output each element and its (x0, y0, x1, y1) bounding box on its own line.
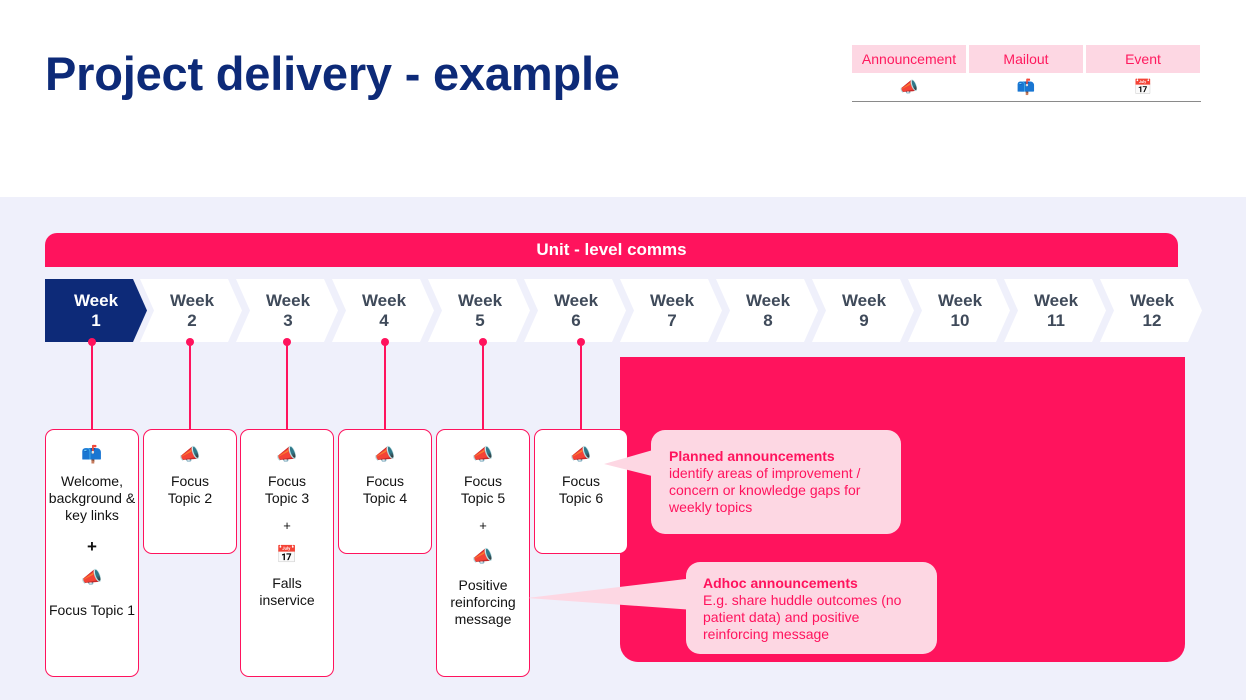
week-6-card: 📣 Focus Topic 6 (534, 429, 628, 554)
week-number: 8 (763, 310, 773, 330)
legend-header-mailout: Mailout (969, 45, 1083, 73)
week-label: Week (745, 290, 791, 310)
week-1-card: 📫 Welcome, background & key links + 📣 Fo… (45, 429, 139, 677)
week-number: 11 (1047, 310, 1065, 330)
week-label: Week (265, 290, 311, 310)
connector-line (286, 342, 288, 430)
week-label: Week (1033, 290, 1079, 310)
legend-table: Announcement Mailout Event 📣 📫 📅 (852, 45, 1201, 102)
megaphone-icon: 📣 (374, 445, 396, 464)
card-text: Welcome, background & key links (48, 473, 136, 523)
week-number: 9 (859, 310, 869, 330)
megaphone-icon: 📣 (472, 547, 494, 566)
week-number: 3 (283, 310, 293, 330)
week-label: Week (457, 290, 503, 310)
megaphone-icon: 📣 (276, 445, 298, 464)
megaphone-icon: 📣 (570, 445, 592, 464)
week-label: Week (169, 290, 215, 310)
plus-sign: + (87, 537, 97, 556)
legend-header-event: Event (1086, 45, 1200, 73)
legend-header-announcement: Announcement (852, 45, 966, 73)
week-number: 1 (91, 310, 101, 330)
connector-line (189, 342, 191, 430)
week-label: Week (73, 290, 119, 310)
callout-body: identify areas of improvement / concern … (669, 465, 861, 515)
week-number: 6 (571, 310, 581, 330)
week-number: 4 (379, 310, 389, 330)
mailbox-icon: 📫 (81, 445, 103, 464)
week-label: Week (1129, 290, 1175, 310)
plus-sign: + (283, 518, 291, 533)
calendar-icon: 📅 (276, 545, 298, 564)
week-label: Week (841, 290, 887, 310)
card-text: Focus Topic 4 (362, 473, 408, 506)
card-text: Focus Topic 3 (264, 473, 310, 506)
page-title: Project delivery - example (45, 47, 620, 100)
card-text: Positive reinforcing message (450, 577, 516, 627)
megaphone-icon: 📣 (179, 445, 201, 464)
week-number: 12 (1142, 310, 1162, 330)
card-text: Focus Topic 5 (460, 473, 506, 506)
week-label: Week (937, 290, 983, 310)
week-2-card: 📣 Focus Topic 2 (143, 429, 237, 554)
connector-line (580, 342, 582, 430)
week-label: Week (649, 290, 695, 310)
week-3-card: 📣 Focus Topic 3 + 📅 Falls inservice (240, 429, 334, 677)
mailbox-icon: 📫 (1016, 79, 1036, 96)
connector-line (91, 342, 93, 430)
planned-announcements-callout: Planned announcements identify areas of … (651, 430, 901, 534)
unit-comms-banner: Unit - level comms (45, 233, 1178, 267)
card-text: Focus Topic 2 (167, 473, 213, 506)
week-label: Week (361, 290, 407, 310)
week-number: 7 (667, 310, 677, 330)
calendar-icon: 📅 (1133, 79, 1153, 96)
week-label: Week (553, 290, 599, 310)
megaphone-icon: 📣 (899, 79, 919, 96)
week-number: 10 (950, 310, 970, 330)
week-4-card: 📣 Focus Topic 4 (338, 429, 432, 554)
megaphone-icon: 📣 (81, 568, 103, 587)
callout-title: Adhoc announcements (703, 575, 858, 591)
adhoc-announcements-callout: Adhoc announcements E.g. share huddle ou… (686, 562, 937, 654)
callout-title: Planned announcements (669, 448, 835, 464)
callout-body: E.g. share huddle outcomes (no patient d… (703, 592, 902, 642)
connector-line (384, 342, 386, 430)
connector-line (482, 342, 484, 430)
week-5-card: 📣 Focus Topic 5 + 📣 Positive reinforcing… (436, 429, 530, 677)
card-text: Focus Topic 6 (558, 473, 604, 506)
week-number: 2 (187, 310, 197, 330)
card-text: Falls inservice (259, 575, 315, 608)
week-number: 5 (475, 310, 485, 330)
megaphone-icon: 📣 (472, 445, 494, 464)
card-text: Focus Topic 1 (48, 602, 136, 618)
plus-sign: + (479, 518, 487, 533)
